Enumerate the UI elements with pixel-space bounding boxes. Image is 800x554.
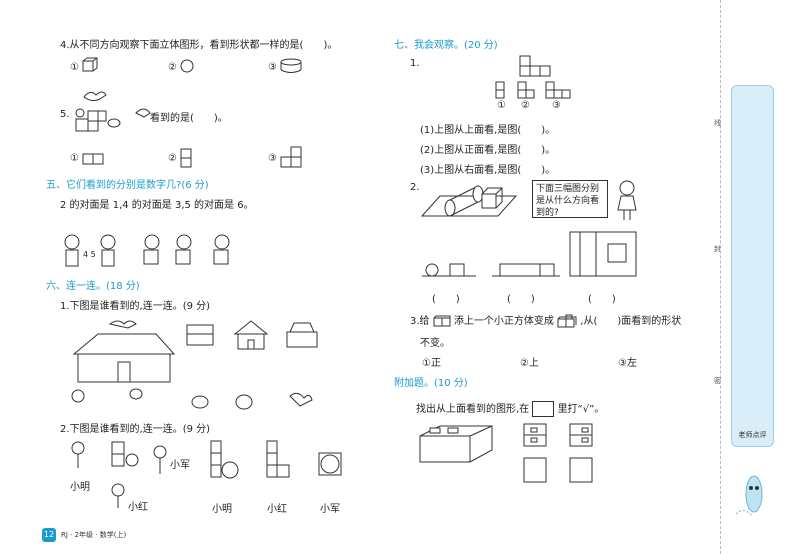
section-6-side-view — [286, 322, 318, 348]
section-7-figure-label-3: ③ — [552, 100, 561, 111]
section-6-view-c — [318, 452, 342, 476]
section-5-cube-face-numbers: 4 5 — [83, 250, 96, 259]
teacher-comment-label: 老师点评 — [738, 431, 767, 439]
section-7-q1-figures — [495, 55, 571, 99]
section-5-kids-cube-illustration — [64, 234, 230, 267]
bonus-line-part-b: 里打“√”。 — [557, 404, 605, 415]
section-7-q3-line: 3.给 添上一个小正方体变成 ,从( )面看到的形状 — [410, 312, 681, 328]
section-6-house-front-view — [233, 320, 269, 350]
section-7-title: 七、我会观察。 — [394, 40, 464, 51]
section-6-name-left-1: 小明 — [70, 482, 90, 493]
bonus-option-views — [523, 423, 593, 483]
q4-cylinder-icon — [280, 58, 302, 73]
section-6-points: (18 分) — [106, 281, 140, 292]
section-7-q3-option-3: ③左 — [618, 358, 637, 369]
q4-option-1: ① — [70, 62, 79, 73]
section-6-name-bottom-1: 小明 — [212, 504, 232, 515]
bonus-title: 附加题。 — [394, 378, 434, 389]
section-7-q2-number: 2. — [410, 182, 420, 193]
section-7-q2-blank-3: ( ) — [588, 294, 616, 305]
section-6-name-left-3: 小军 — [170, 460, 190, 471]
q5-number: 5. — [60, 109, 70, 120]
section-7-q1-line-2: (2)上图从正面看,是图( )。 — [420, 145, 556, 156]
section-7-q2-views — [422, 231, 637, 277]
section-5-points: (6 分) — [181, 180, 209, 191]
q5-option-2: ② — [168, 153, 177, 164]
section-7-points: (20 分) — [464, 40, 498, 51]
section-7-q1-number: 1. — [410, 58, 420, 69]
bonus-answer-box[interactable] — [532, 401, 555, 417]
q4-sphere-icon — [180, 59, 194, 73]
section-7-q1-line-3: (3)上图从右面看,是图( )。 — [420, 165, 556, 176]
section-7-girl-illustration — [617, 180, 637, 220]
binding-char-1: 线 — [714, 119, 721, 127]
section-6-name-bottom-2: 小红 — [267, 504, 287, 515]
section-6-kids-blocks-scene — [71, 441, 167, 508]
bonus-line: 找出从上面看到的图形,在 里打“√”。 — [416, 400, 604, 417]
bonus-heading: 附加题。(10 分) — [394, 374, 468, 389]
q4-option-2: ② — [168, 62, 177, 73]
bubble-line-2: 是从什么方向看 — [536, 196, 600, 206]
q4-text: 4.从不同方向观察下面立体图形，看到形状都一样的是( )。 — [60, 40, 338, 51]
page-number-badge: 12 — [42, 528, 56, 542]
section-5-title: 五、它们看到的分别是数字几? — [46, 180, 182, 191]
q3-cubes-icon — [433, 315, 451, 327]
q5-option-1: ① — [70, 153, 79, 164]
section-7-q3-option-2: ②上 — [520, 358, 539, 369]
section-6-heading: 六、连一连。(18 分) — [46, 277, 140, 292]
bubble-line-3: 到的? — [536, 208, 559, 218]
footer-text: RJ · 2年级 · 数学(上) — [61, 531, 127, 539]
section-7-q1-line-1: (1)上图从上面看,是图( )。 — [420, 125, 556, 136]
section-6-title: 六、连一连。 — [46, 281, 106, 292]
q4-option-3: ③ — [268, 62, 277, 73]
section-6-front-view — [186, 324, 214, 346]
section-7-figure-label-1: ① — [497, 100, 506, 111]
section-6-animals-row — [191, 392, 313, 410]
section-7-figure-label-2: ② — [521, 100, 530, 111]
q5-animals-cubes-illustration — [75, 91, 151, 132]
section-6-name-left-2: 小红 — [128, 502, 148, 513]
q4-cube-icon — [82, 57, 98, 72]
teacher-comment-panel: 老师点评 — [731, 85, 774, 447]
q3-part-b: 添上一个小正方体变成 — [453, 316, 554, 327]
q3-part-a: 3.给 — [410, 316, 430, 327]
q3-part-c: ,从( )面看到的形状 — [580, 316, 682, 327]
section-7-q3-option-1: ①正 — [422, 358, 441, 369]
section-6-view-a — [210, 440, 239, 479]
section-6-name-bottom-3: 小军 — [320, 504, 340, 515]
section-6-q1-text: 1.下图是谁看到的,连一连。(9 分) — [60, 301, 211, 312]
section-7-q3-line-2: 不变。 — [420, 338, 450, 349]
q5-option-3: ③ — [268, 153, 277, 164]
section-7-speech-bubble: 下面三幅图分别 是从什么方向看 到的? — [532, 180, 608, 218]
q5-shape-3 — [280, 146, 302, 168]
binding-char-3: 密 — [714, 377, 721, 385]
section-5-heading: 五、它们看到的分别是数字几?(6 分) — [46, 176, 209, 191]
section-7-q2-blank-2: ( ) — [507, 294, 535, 305]
binding-line — [720, 0, 721, 554]
q3-cubes-result-icon — [557, 314, 577, 328]
bonus-line-part-a: 找出从上面看到的图形,在 — [416, 404, 530, 415]
q5-shape-2 — [180, 148, 192, 168]
q5-shape-1 — [82, 153, 104, 165]
section-6-view-b — [266, 440, 290, 478]
bonus-solid — [419, 425, 493, 463]
section-7-heading: 七、我会观察。(20 分) — [394, 36, 498, 51]
mascot-icon — [735, 475, 763, 517]
bonus-points: (10 分) — [434, 378, 468, 389]
section-7-q2-solids — [420, 185, 518, 217]
bubble-line-1: 下面三幅图分别 — [536, 184, 600, 194]
section-6-house-scene — [71, 320, 176, 403]
section-5-line: 2 的对面是 1,4 的对面是 3,5 的对面是 6。 — [60, 200, 254, 211]
section-7-q2-blank-1: ( ) — [432, 294, 460, 305]
binding-char-2: 封 — [714, 245, 721, 253]
q5-text: 看到的是( )。 — [150, 113, 228, 124]
section-6-q2-text: 2.下图是谁看到的,连一连。(9 分) — [60, 424, 211, 435]
